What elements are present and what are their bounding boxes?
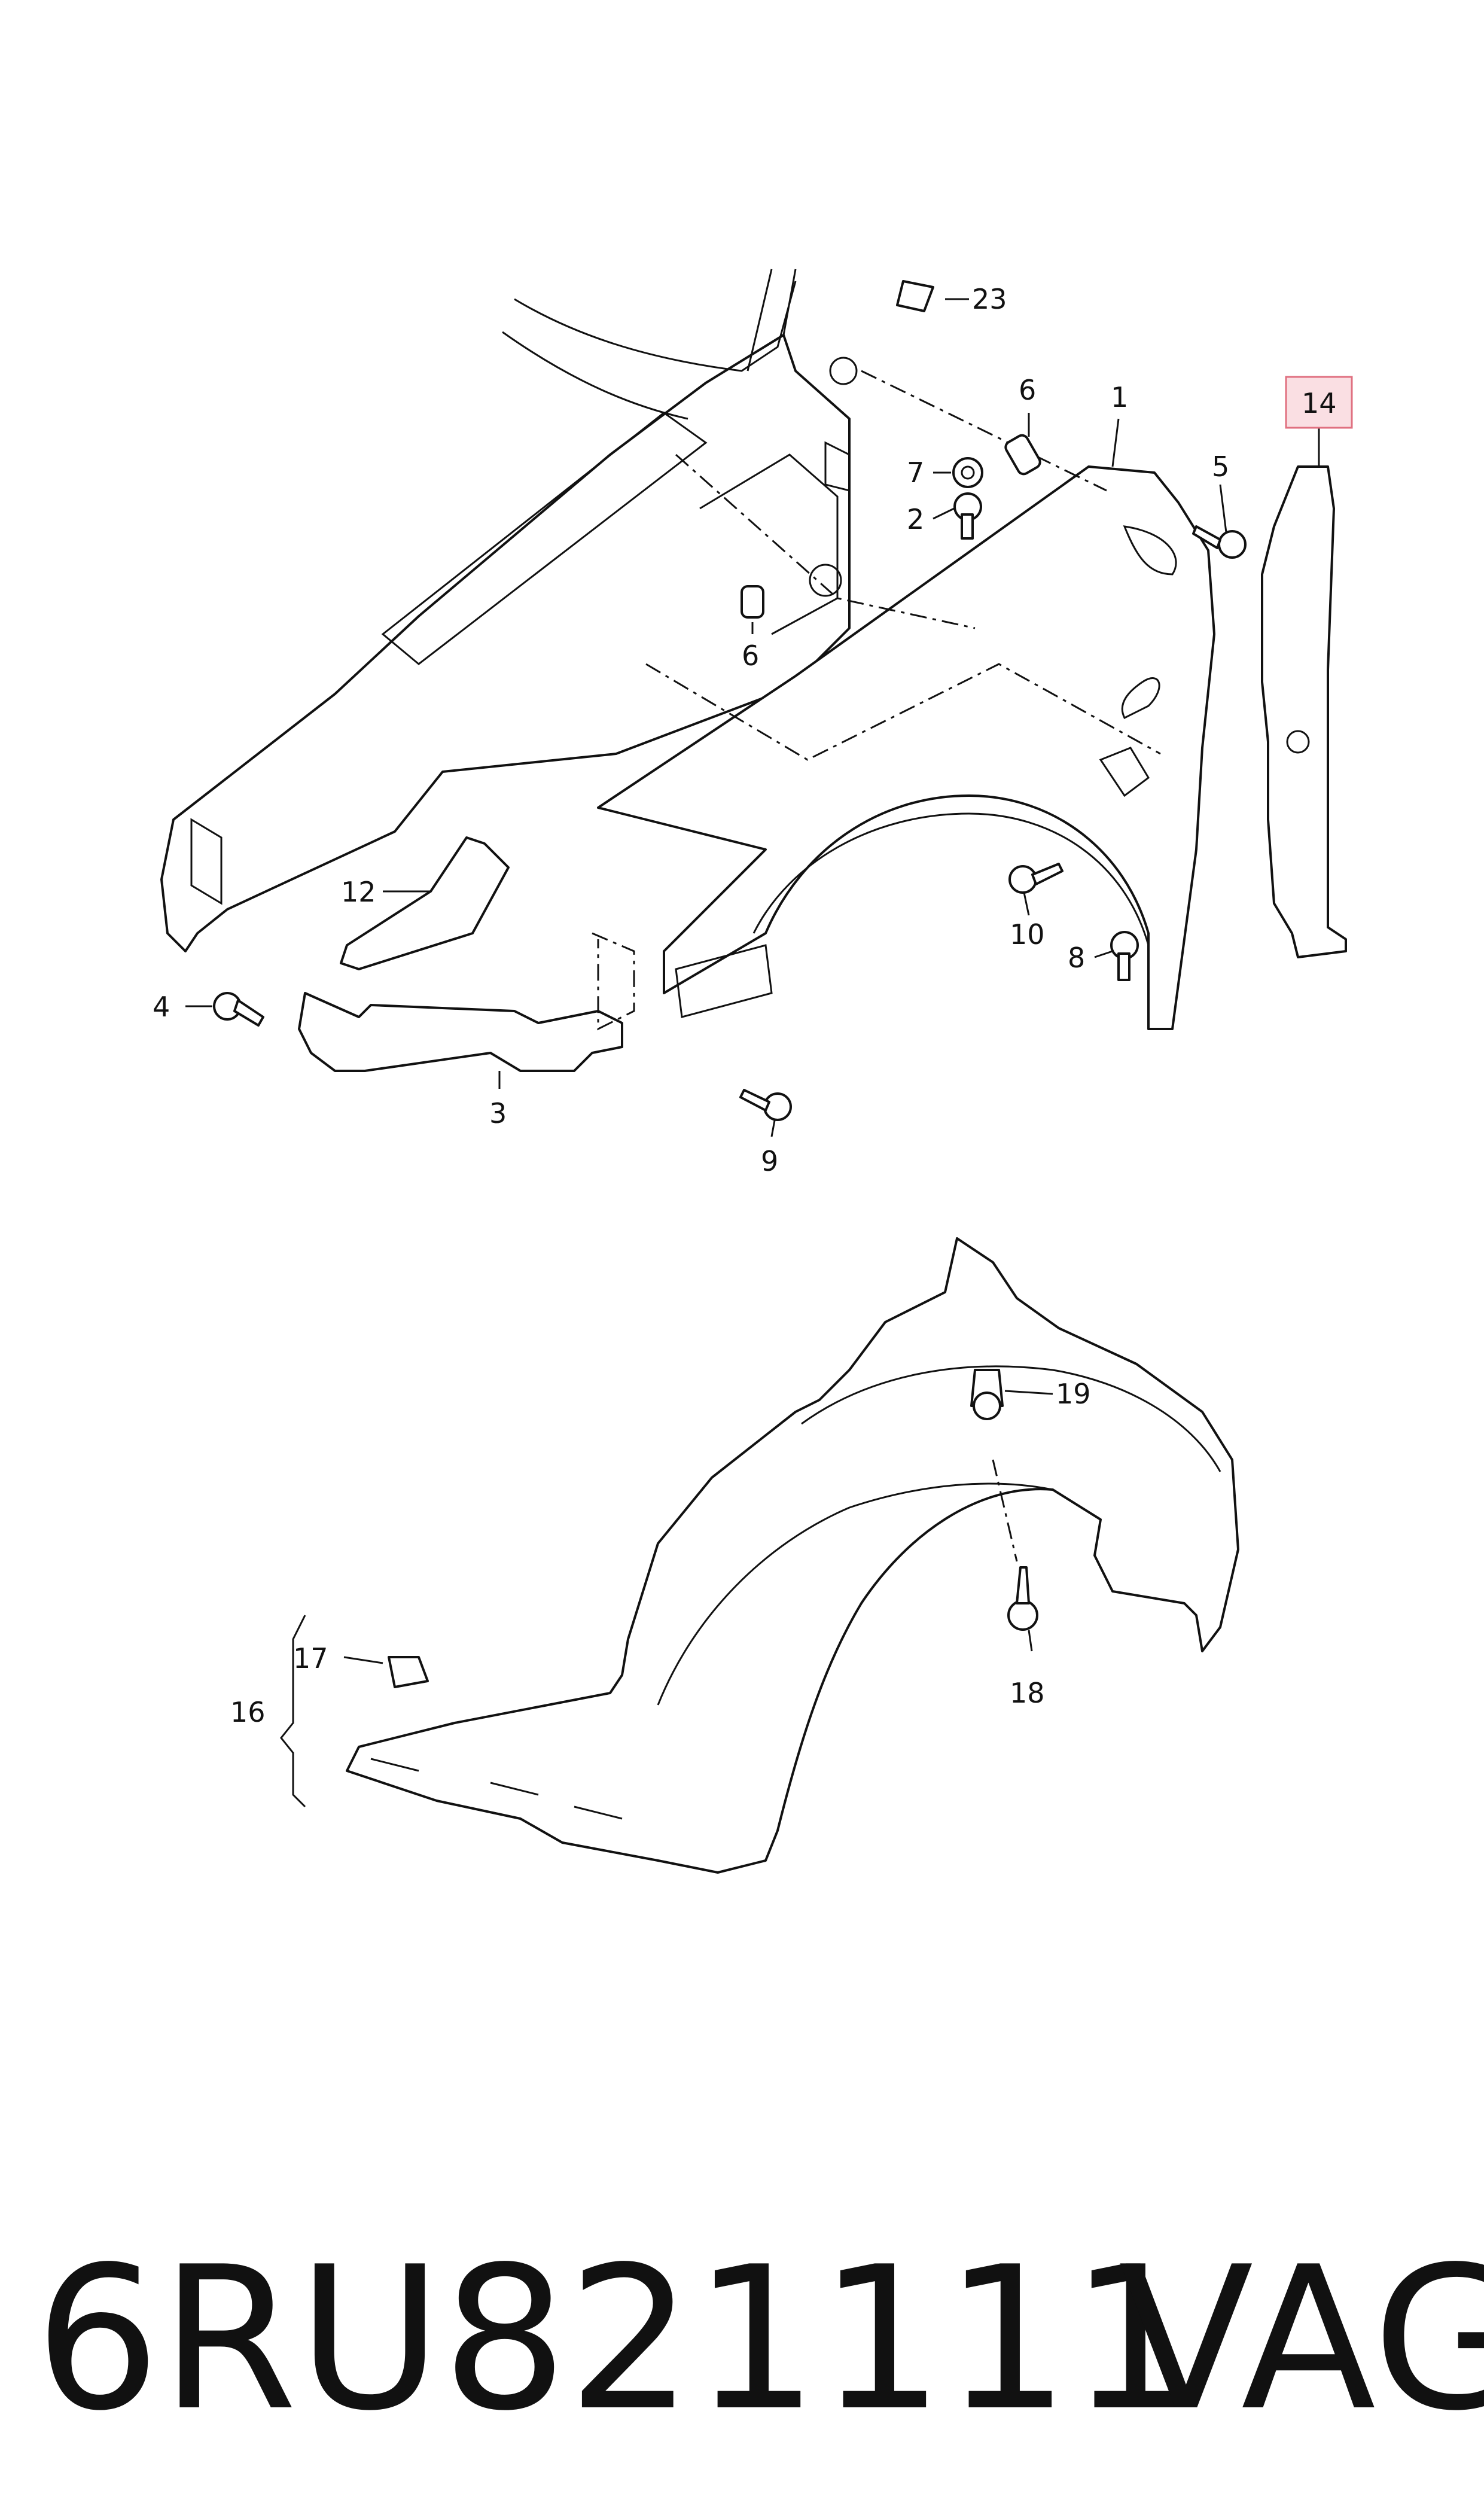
callout-labels: 23 6 1 14 7 5 2 6 12 10 8 4 3 9 19 17 16… [153,283,1337,1728]
bolt-9-icon [739,1089,792,1121]
bolt-4-icon [213,992,264,1027]
callout-1: 1 [1111,381,1128,413]
callout-9: 9 [761,1145,778,1177]
callout-8: 8 [1068,942,1085,974]
callout-10: 10 [1010,918,1045,951]
callout-5: 5 [1212,450,1229,483]
callout-2: 2 [907,503,924,535]
footer: 6RU821111 VAG [0,2213,1484,2465]
mounting-brackets [298,836,623,1072]
screw-19-icon [970,1369,1004,1420]
callout-17: 17 [293,1642,328,1674]
brand-label: VAG [1119,2224,1484,2454]
clip-6a-icon [1004,434,1041,476]
wheel-housing-liner [346,1237,1239,1874]
fender [597,465,1215,1030]
callout-14-highlight [1285,376,1353,429]
fasteners [213,280,1247,1688]
bolt-8-icon [1110,931,1139,981]
nut-7-icon [952,457,983,488]
callout-18: 18 [1010,1677,1045,1709]
part-number: 6RU821111 [35,2224,1196,2454]
seal-strip [1261,465,1347,958]
bolt-10-icon [1008,863,1064,894]
leader-lines [185,298,1320,1808]
callout-6-lower: 6 [742,640,759,672]
callout-23: 23 [972,283,1007,315]
callout-6-upper: 6 [1019,374,1036,406]
bolt-2-icon [953,492,982,540]
screw-18-icon [1007,1566,1038,1631]
assembly-lines [592,370,1161,1562]
clip-6b-icon [741,585,764,619]
callout-7: 7 [907,456,924,489]
callout-4: 4 [153,991,170,1023]
callout-16: 16 [230,1696,266,1728]
clip-23-icon [896,280,934,312]
callout-3: 3 [489,1097,507,1129]
clip-17-icon [388,1656,429,1688]
callout-19: 19 [1056,1378,1091,1410]
callout-14: 14 [1302,387,1337,419]
bolt-5-icon [1192,525,1247,559]
callout-12: 12 [341,876,376,908]
body-structure [160,269,858,952]
